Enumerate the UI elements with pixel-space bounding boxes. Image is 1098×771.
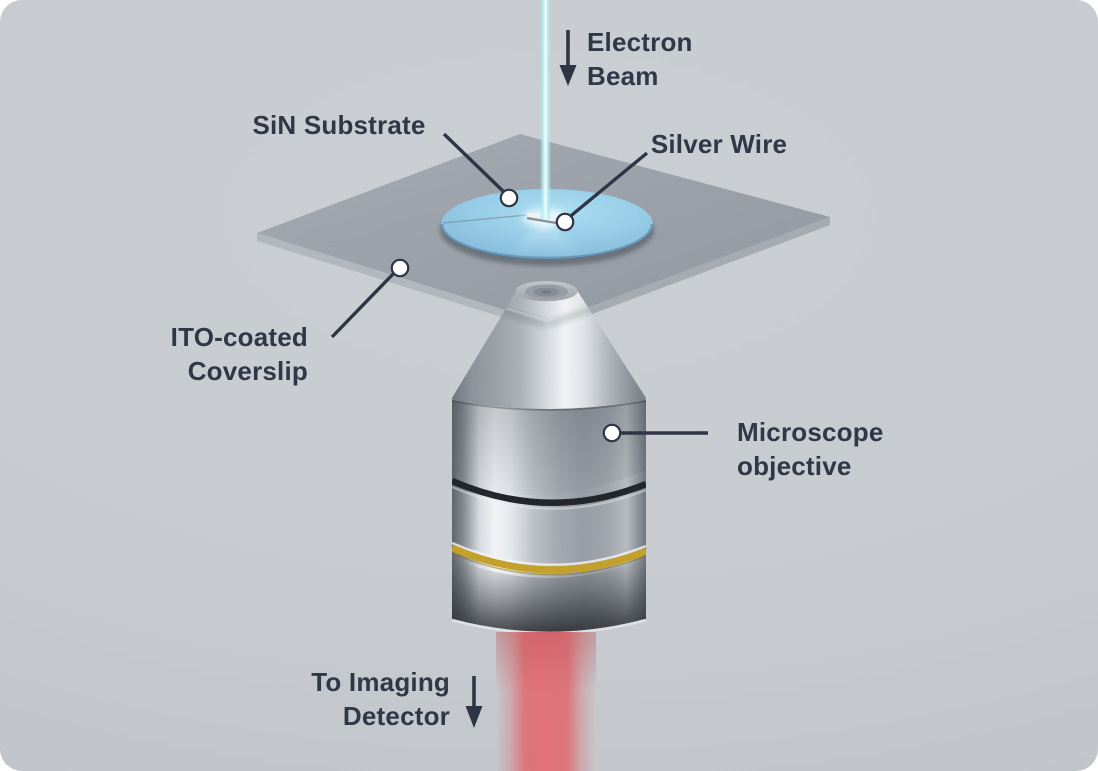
ito-coverslip-label-line2: Coverslip [187,356,308,386]
microscope-objective-label: Microscope objective [737,415,884,483]
marker-dot-silver-wire [555,212,575,232]
leader-line-sin-substrate [442,132,508,196]
objective-groove-ring [452,478,646,507]
to-imaging-detector-label-line1: To Imaging [311,667,450,697]
leader-line-silver-wire [565,151,649,221]
barrel-seam [452,400,646,411]
electron-beam-ray [540,0,551,219]
ito-coverslip-label: ITO-coated Coverslip [171,320,308,388]
electron-beam-label: Electron Beam [587,25,693,93]
microscope-objective-label-line1: Microscope [737,417,884,447]
ito-coverslip-label-line1: ITO-coated [170,322,308,352]
electron-beam-label-line1: Electron [587,27,693,57]
sin-substrate-label: SiN Substrate [252,110,426,140]
leader-line-ito-coverslip [330,269,398,339]
to-imaging-detector-label: To Imaging Detector [311,665,450,733]
electron-beam-label-line2: Beam [587,61,659,91]
objective-front-aperture [541,290,552,294]
down-arrow-icon [559,65,577,86]
coverslip-edge-left [257,233,547,331]
callout-markers [390,188,622,443]
down-arrow-icon [465,706,483,728]
microscope-objective-label-line2: objective [737,451,852,481]
marker-dot-microscope-objective [602,423,622,443]
to-imaging-detector-label-line2: Detector [342,701,450,731]
beam-scatter-glow [508,214,582,258]
coverslip-edge-right [547,217,830,331]
fluorescence-beam [496,632,596,771]
marker-dot-ito-coverslip [390,258,410,278]
objective-barrel [451,400,647,635]
callout-leaders [330,132,708,435]
direction-arrows [465,30,577,728]
barrel-bottom-shade [452,558,646,634]
silver-wire-label: Silver Wire [650,129,788,159]
marker-dot-sin-substrate [499,188,519,208]
objective-gold-ring [452,544,646,574]
membrane-scratch-line [442,214,528,224]
barrel-matte-section [452,400,646,496]
